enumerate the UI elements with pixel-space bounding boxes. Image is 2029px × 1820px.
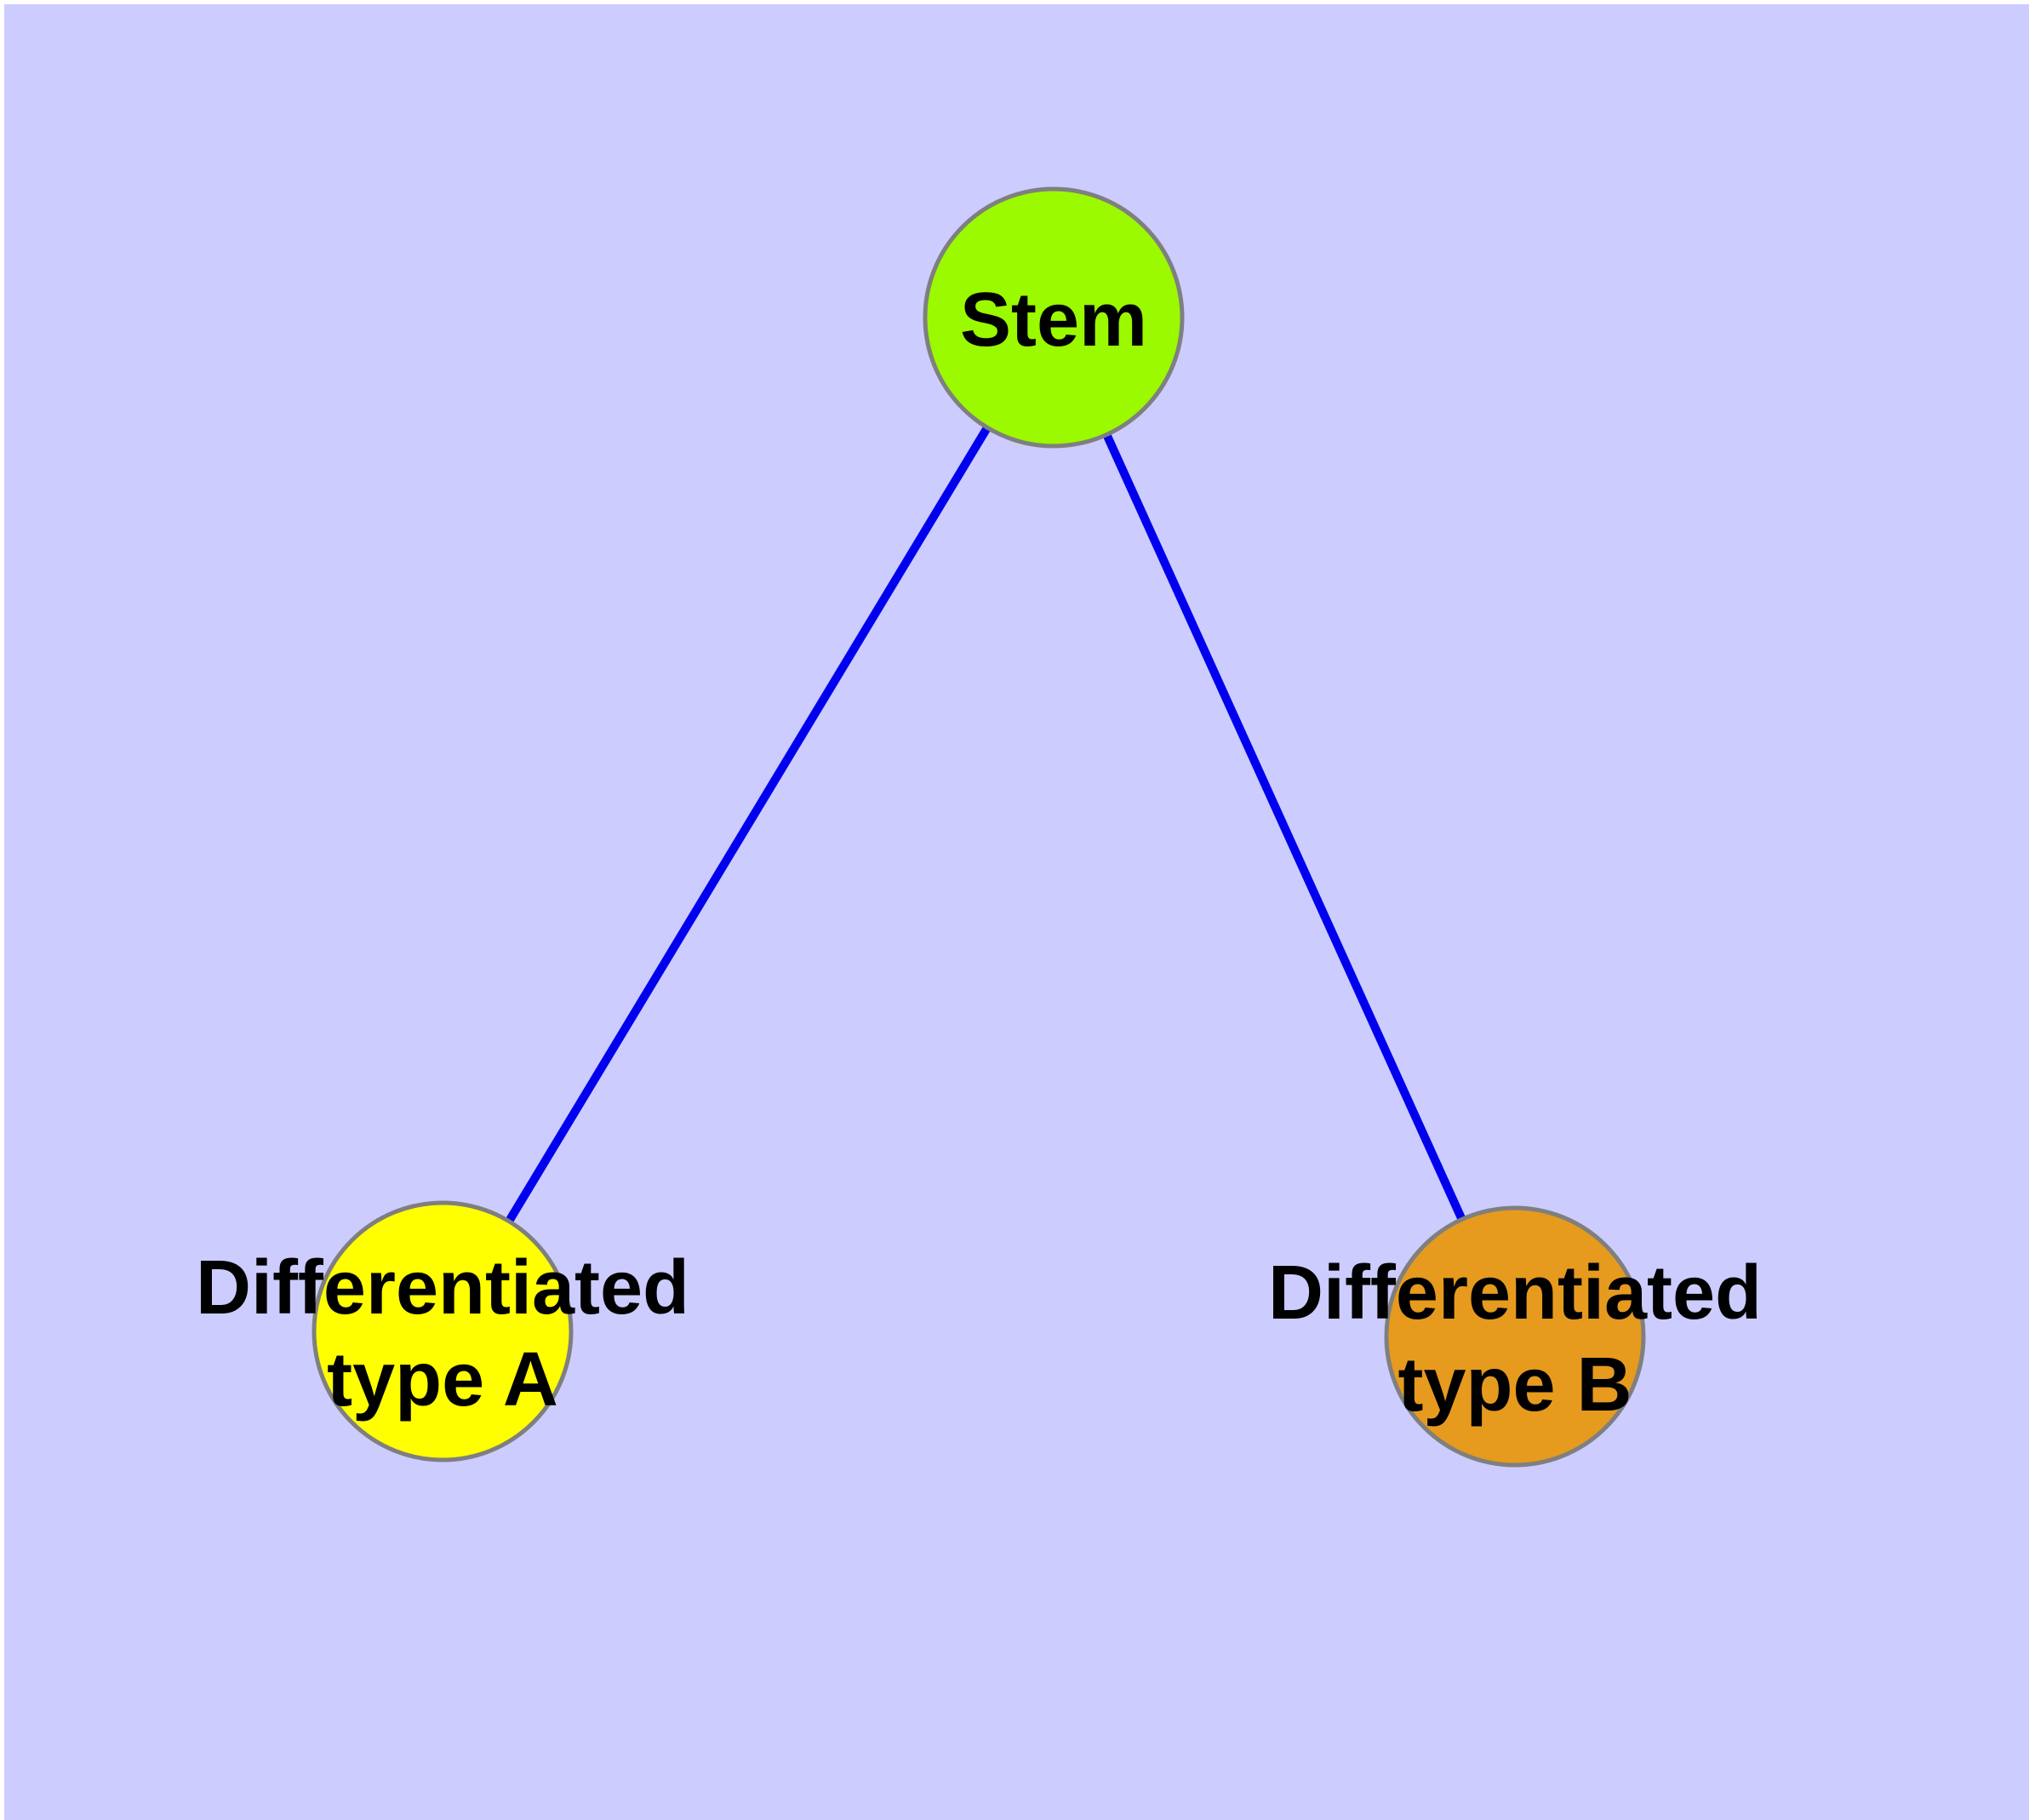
- node-differentiated-type-b: [1384, 1205, 1646, 1468]
- edge-stem-to-type-a: [438, 315, 1058, 1334]
- node-stem: [923, 186, 1185, 449]
- edge-stem-to-type-b: [1049, 315, 1519, 1339]
- node-type-a-label-line2: type A: [327, 1337, 558, 1422]
- node-type-a-label-line1: Differentiated: [196, 1245, 689, 1331]
- node-differentiated-type-a: [311, 1200, 574, 1462]
- node-type-b-label-line2: type B: [1397, 1342, 1632, 1428]
- node-stem-label: Stem: [960, 278, 1147, 363]
- node-type-b-label-line1: Differentiated: [1268, 1251, 1762, 1336]
